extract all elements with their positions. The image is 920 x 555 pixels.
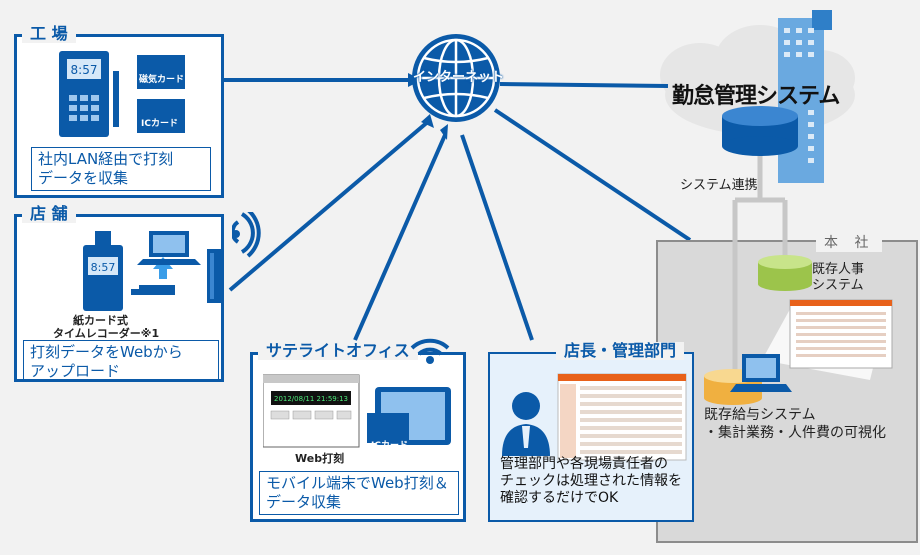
satellite-caption-line1: モバイル端末でWeb打刻＆ <box>266 474 449 492</box>
web-label: Web打刻 <box>295 452 345 465</box>
recorder-line2: タイムレコーダー※1 <box>53 327 160 340</box>
laptop-icon <box>730 354 792 392</box>
manager-caption-line1: 管理部門や各現場責任者の <box>500 456 668 472</box>
satellite-caption: モバイル端末でWeb打刻＆ データ収集 <box>259 471 459 515</box>
store-caption: 打刻データをWebから アップロード <box>23 340 219 380</box>
satellite-caption-line2: データ収集 <box>266 493 342 511</box>
satellite-ic-card-label: ICカード <box>371 441 408 451</box>
satellite-devices-icon: 2012/08/11 21:59:13 <box>263 374 451 448</box>
hq-title: 本 社 <box>816 232 883 252</box>
factory-caption-line1: 社内LAN経由で打刻 <box>38 150 174 168</box>
report-screen-icon <box>789 299 893 369</box>
time-recorder-icon: 8:57 <box>59 51 185 137</box>
manager-caption-line2: チェックは処理された情報を <box>500 473 682 489</box>
internet-label: インターネット <box>413 70 505 85</box>
network-links <box>210 78 692 341</box>
manager-panel <box>488 352 694 522</box>
store-panel: 8:57 紙カード式 タイムレコーダー※1 打刻データをWebから アップロード <box>14 214 224 382</box>
hr-database-icon <box>758 255 812 291</box>
dashboard-screen-icon <box>557 373 687 461</box>
manager-graphics <box>502 373 687 461</box>
factory-clock-text: 8:57 <box>71 63 98 77</box>
attendance-database-icon <box>722 106 798 156</box>
manager-title: 店長・管理部門 <box>556 342 685 360</box>
wifi-icon <box>232 212 261 258</box>
manager-caption: 管理部門や各現場責任者の チェックは処理された情報を 確認するだけでOK <box>500 456 690 507</box>
store-caption-line2: アップロード <box>30 362 121 380</box>
satellite-panel: 2012/08/11 21:59:13 Web打刻 ICカード モバイル端末でW… <box>250 352 466 522</box>
payroll-line1: 既存給与システム <box>704 407 816 423</box>
payroll-line2: ・集計業務・人件費の可視化 <box>704 425 886 441</box>
hr-system-line2: システム <box>812 278 864 293</box>
store-devices-icon: 8:57 <box>83 231 221 311</box>
manager-person-icon <box>502 392 550 456</box>
store-caption-line1: 打刻データをWebから <box>30 343 183 361</box>
svg-text:8:57: 8:57 <box>91 261 116 274</box>
screen-time-text: 2012/08/11 21:59:13 <box>274 395 348 403</box>
satellite-title: サテライトオフィス <box>258 342 418 360</box>
store-title: 店 舗 <box>22 205 76 223</box>
hr-system-line1: 既存人事 <box>812 262 865 277</box>
factory-panel: 8:57 磁気カード ICカード 社内LAN経由で打刻 データを収集 <box>14 34 224 198</box>
factory-ic-card-label: ICカード <box>141 119 178 129</box>
system-title: 勤怠管理システム <box>672 84 840 109</box>
office-building-icon <box>778 10 832 183</box>
factory-title: 工 場 <box>22 25 76 43</box>
system-link-label: システム連携 <box>680 178 758 193</box>
wifi-icon-satellite <box>410 338 450 364</box>
recorder-line1: 紙カード式 <box>73 314 128 327</box>
manager-caption-line3: 確認するだけでOK <box>500 490 619 506</box>
factory-caption-line2: データを収集 <box>38 169 129 187</box>
globe-icon <box>412 34 500 122</box>
magnetic-card-label: 磁気カード <box>139 75 185 85</box>
factory-caption: 社内LAN経由で打刻 データを収集 <box>31 147 211 191</box>
